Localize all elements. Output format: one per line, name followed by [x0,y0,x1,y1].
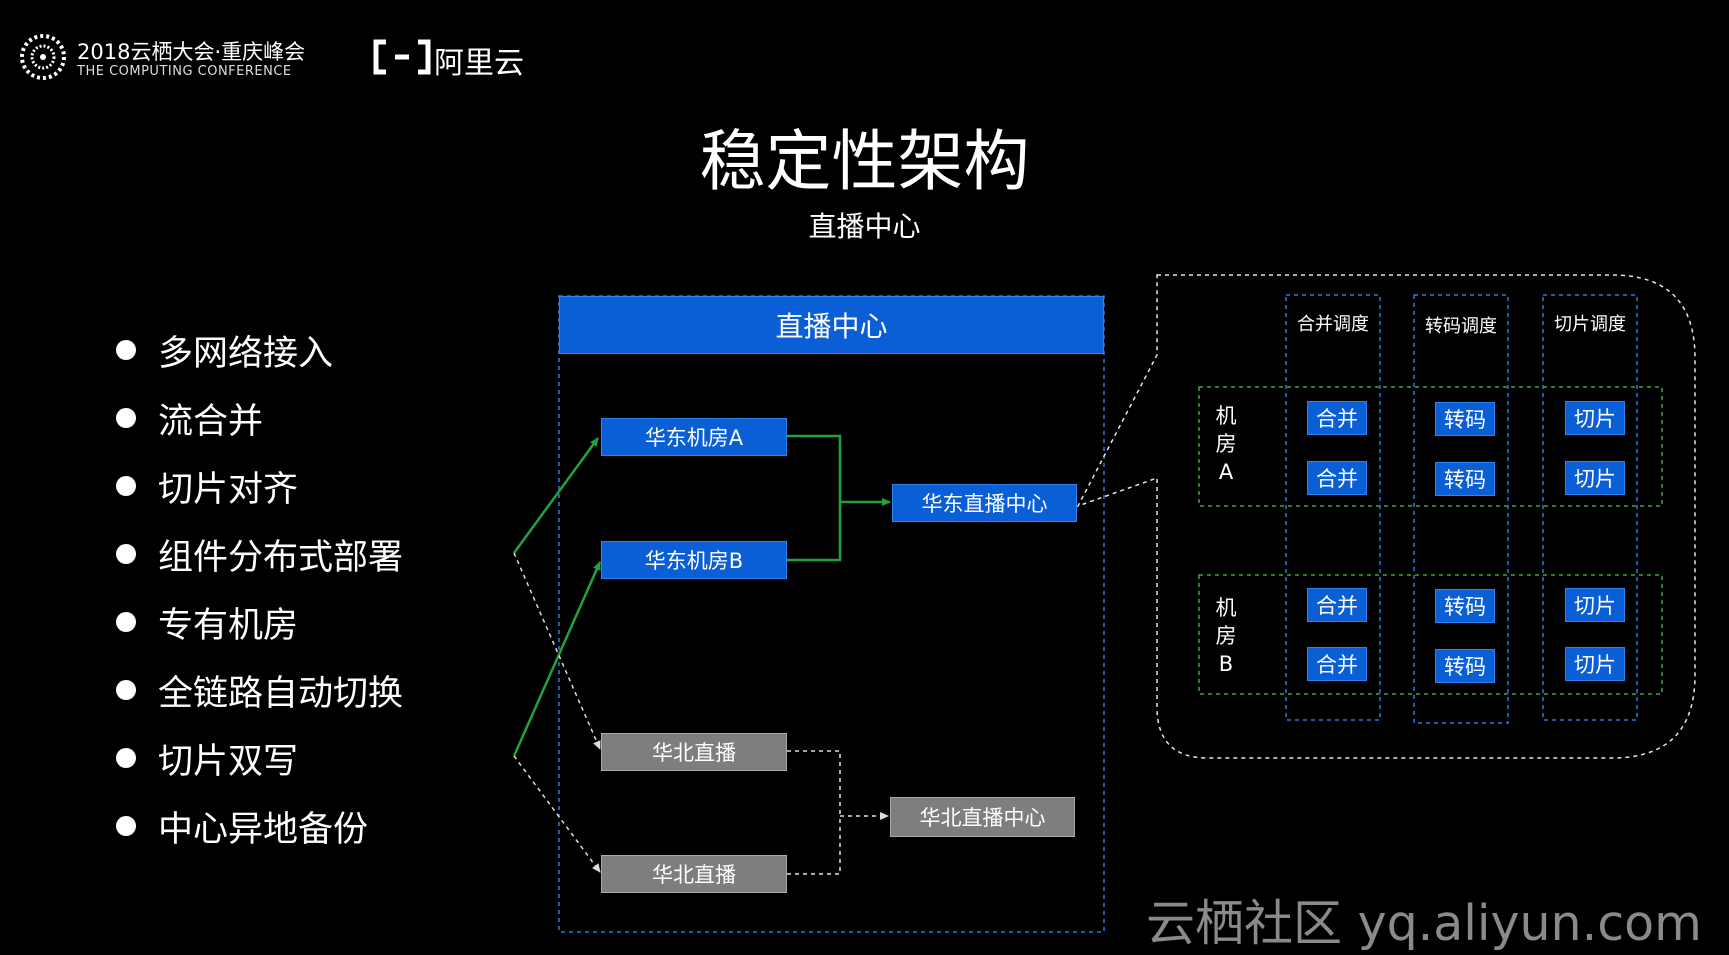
north-center-node: 华北直播中心 [890,797,1075,837]
list-item: 多网络接入 [116,316,403,384]
list-item: 中心异地备份 [116,792,403,860]
merge-column-frame [1285,294,1381,721]
arrow-to-north-2 [513,755,601,873]
list-item: 组件分布式部署 [116,520,403,588]
transcode-cell: 转码 [1435,402,1495,436]
list-item: 全链路自动切换 [116,656,403,724]
merge-cell: 合并 [1307,461,1367,495]
slice-cell: 切片 [1565,461,1625,495]
list-item: 流合并 [116,384,403,452]
east-b-connector [787,502,842,562]
bullet-icon [116,680,136,700]
bullet-icon [116,340,136,360]
aliyun-logo-icon [373,39,431,75]
list-item: 专有机房 [116,588,403,656]
conference-title: 2018云栖大会·重庆峰会 [77,40,306,64]
east-a-connector [787,434,842,502]
column-header-transcode: 转码调度 [1425,316,1497,337]
north-1-connector [787,750,841,816]
transcode-column-frame [1413,294,1509,724]
column-header-slice: 切片调度 [1554,314,1626,335]
east-room-a-node: 华东机房A [601,418,787,456]
slice-column-frame [1542,294,1638,721]
room-b-frame [1198,574,1663,695]
arrow-to-east-a [512,437,600,554]
room-a-label: 机 房 A [1215,404,1237,484]
conference-subtitle: THE COMPUTING CONFERENCE [77,64,292,79]
center-header: 直播中心 [559,296,1104,354]
watermark: 云栖社区 yq.aliyun.com [1146,895,1702,952]
slide-title: 稳定性架构 [699,123,1030,200]
transcode-cell: 转码 [1435,589,1495,623]
bullet-icon [116,748,136,768]
list-item: 切片对齐 [116,452,403,520]
detail-callout-outline [1076,274,1696,759]
merge-cell: 合并 [1307,401,1367,435]
bullet-icon [116,408,136,428]
merge-cell: 合并 [1307,588,1367,622]
slide-subtitle: 直播中心 [808,210,921,243]
north-live-node-1: 华北直播 [601,733,787,771]
room-a-frame [1198,386,1663,507]
aliyun-logo-text: 阿里云 [434,46,524,81]
feature-list: 多网络接入 流合并 切片对齐 组件分布式部署 专有机房 全链路自动切换 切片双写… [116,316,403,860]
slice-cell: 切片 [1565,588,1625,622]
north-2-connector [787,816,841,875]
conference-logo-icon [20,34,66,80]
list-item: 切片双写 [116,724,403,792]
slice-cell: 切片 [1565,401,1625,435]
east-room-b-node: 华东机房B [601,541,787,579]
transcode-cell: 转码 [1435,649,1495,683]
bullet-icon [116,612,136,632]
arrow-to-north-1 [513,552,601,750]
room-b-label: 机 房 B [1215,596,1237,676]
east-center-node: 华东直播中心 [892,484,1077,522]
bullet-icon [116,476,136,496]
merge-cell: 合并 [1307,647,1367,681]
column-header-merge: 合并调度 [1297,314,1369,335]
arrow-to-east-b [512,561,602,757]
transcode-cell: 转码 [1435,462,1495,496]
bullet-icon [116,816,136,836]
north-live-node-2: 华北直播 [601,855,787,893]
slice-cell: 切片 [1565,647,1625,681]
bullet-icon [116,544,136,564]
